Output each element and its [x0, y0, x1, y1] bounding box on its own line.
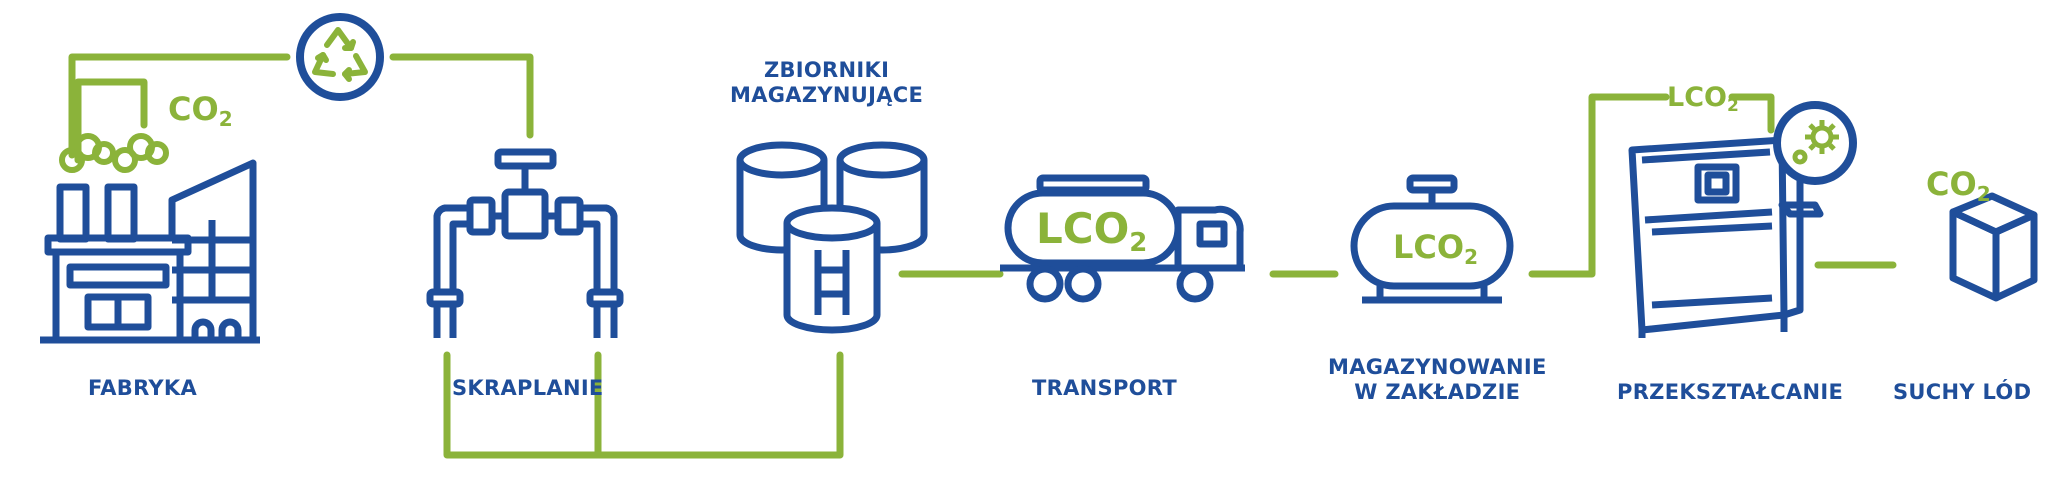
stage-label-storage-tanks-line1: ZBIORNIKI [763, 58, 890, 82]
truck-lco2-label: LCO2 [1036, 204, 1147, 258]
connector-machine-top [1728, 93, 1775, 134]
storage-tank-icon [1350, 174, 1514, 304]
stage-label-liquefaction: SKRAPLANIE [452, 376, 604, 400]
stage-label-transport: TRANSPORT [1032, 376, 1177, 400]
connector-recycle-valve [389, 53, 534, 139]
connector-bottom-loop [443, 351, 844, 459]
gear-icon [1773, 101, 1857, 185]
dry-ice-machine-icon [1628, 136, 1824, 338]
factory-co2-label: CO2 [168, 90, 233, 131]
connector-lines [68, 53, 1897, 459]
connector-factory-inner [74, 78, 148, 164]
recycle-icon [296, 13, 384, 101]
machine-lco2-label: LCO2 [1667, 82, 1739, 116]
stage-label-conversion: PRZEKSZTAŁCANIE [1617, 380, 1844, 404]
stage-label-storage-tanks: ZBIORNIKI MAGAZYNUJĄCE [730, 58, 923, 108]
stage-label-factory: FABRYKA [88, 376, 198, 400]
tank-lco2-label: LCO2 [1393, 228, 1478, 269]
dry-ice-cube-icon [1949, 192, 2038, 302]
connector-factory-recycle [68, 53, 291, 159]
stage-label-storage-tanks-line2: MAGAZYNUJĄCE [730, 83, 924, 107]
storage-tanks-icon [736, 141, 928, 334]
stage-label-dry-ice: SUCHY LÓD [1893, 380, 2032, 404]
stage-label-onsite-storage: MAGAZYNOWANIE W ZAKŁADZIE [1328, 355, 1547, 405]
connector-tank-machine [1528, 93, 1670, 278]
valve-pipe-icon [426, 148, 624, 338]
stage-label-onsite-storage-line1: MAGAZYNOWANIE [1328, 355, 1547, 379]
factory-icon [40, 133, 260, 344]
stage-label-onsite-storage-line2: W ZAKŁADZIE [1354, 380, 1521, 404]
tanker-truck-icon [1000, 174, 1245, 303]
cube-co2-label: CO2 [1926, 165, 1991, 206]
